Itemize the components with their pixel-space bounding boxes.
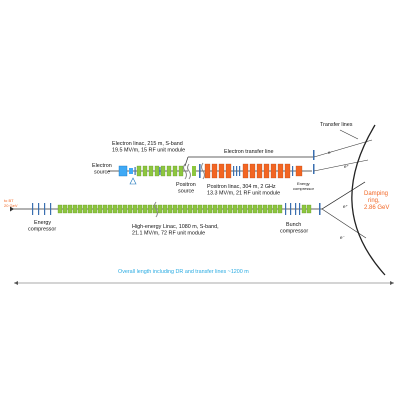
electron-linac-break-mark-2 (187, 163, 191, 180)
positron-beam-label: e⁺ (344, 164, 350, 169)
electron-gun-icon (129, 177, 137, 185)
electron-beam-label: e⁻ (328, 150, 334, 155)
high-energy-linac-rf-modules (57, 204, 312, 214)
positron-exit-quadrupole (313, 164, 315, 174)
electron-transfer-line-entry (184, 156, 189, 167)
electron-linac-beamline (108, 163, 191, 185)
electron-linac-rf-modules (136, 165, 184, 177)
positron-return-label: e⁺ (343, 204, 349, 209)
linac-exit-quadrupole (319, 203, 321, 215)
transfer-lines-pointer (339, 129, 359, 140)
damping-ring-arc (351, 124, 386, 276)
high-energy-linac-break-mark (154, 201, 158, 218)
electron-linac-quadrupoles (134, 167, 161, 175)
overall-length-label: Overall length including DR and transfer… (118, 269, 249, 275)
electron-source-block-2 (129, 168, 133, 174)
to-bt-arrow (10, 206, 14, 212)
electron-transfer-quadrupole (313, 150, 315, 160)
electron-transfer-line-label: Electron transfer line (224, 149, 273, 155)
positron-target-block (192, 166, 196, 176)
electron-source-block (118, 165, 128, 177)
electron-transfer-line (184, 150, 315, 174)
positron-linac-rf-modules (204, 163, 303, 179)
high-energy-linac-beamline (10, 201, 322, 218)
high-energy-linac-label: High-energy Linac, 1080 m, S-band,21.1 M… (132, 224, 219, 237)
positron-linac-beamline (192, 162, 312, 180)
positron-linac-quadrupoles (233, 166, 294, 176)
energy-compressor-magnets (32, 203, 52, 215)
transfer-lines-label: Transfer lines (320, 122, 353, 128)
electron-linac-break-mark (183, 163, 187, 180)
bunch-compressor-magnets (285, 203, 301, 215)
electron-return-label: e⁻ (340, 235, 346, 240)
positron-linac-break-mark (201, 162, 205, 180)
overall-length-dimension (14, 281, 394, 285)
positron-source-marker (199, 164, 201, 178)
